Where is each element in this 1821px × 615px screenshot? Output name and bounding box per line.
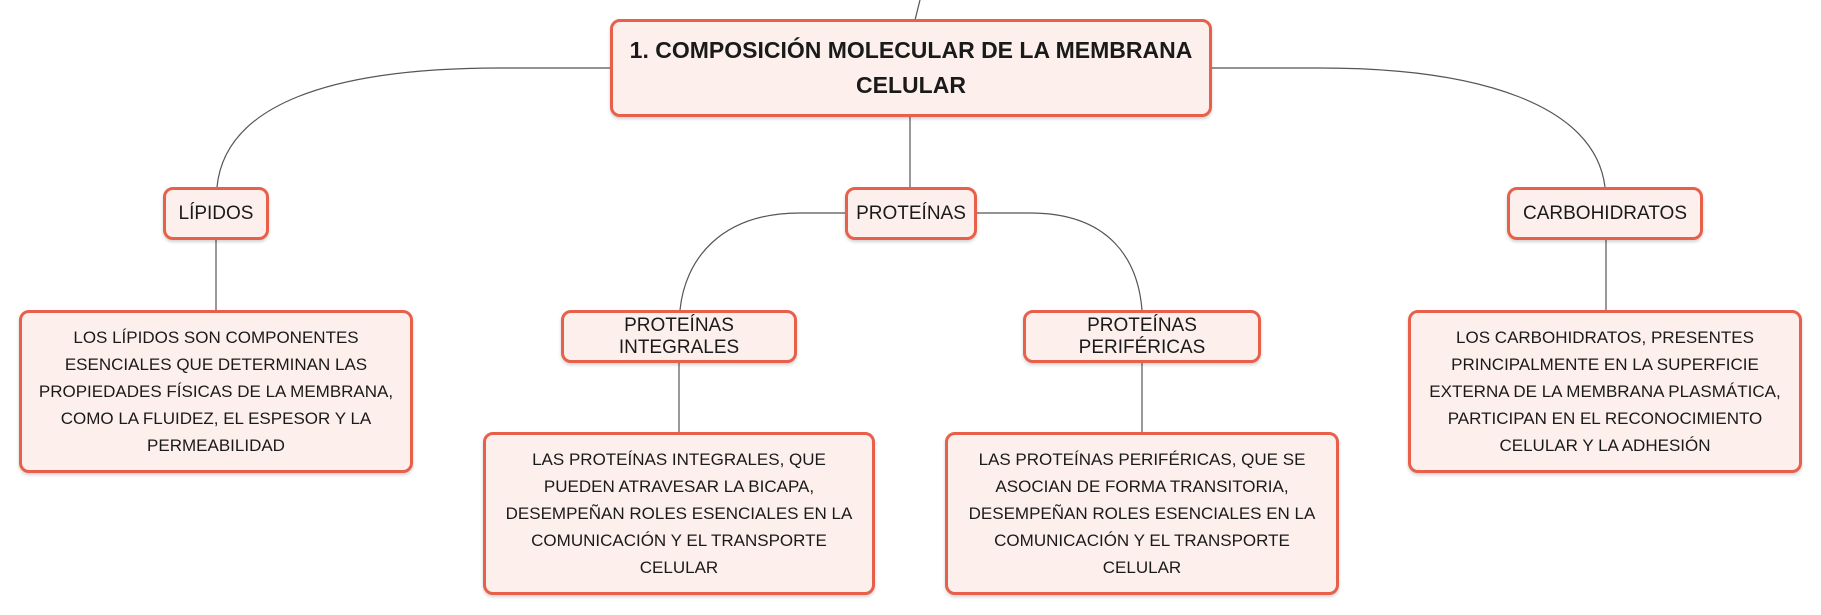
proteinas-integrales-description-node[interactable]: LAS PROTEÍNAS INTEGRALES, QUE PUEDEN ATR…	[483, 432, 875, 595]
carbohidratos-description-node[interactable]: LOS CARBOHIDRATOS, PRESENTES PRINCIPALME…	[1408, 310, 1802, 473]
carbohidratos-description-text: LOS CARBOHIDRATOS, PRESENTES PRINCIPALME…	[1429, 328, 1781, 455]
proteinas-node-label: PROTEÍNAS	[856, 202, 966, 224]
proteinas-perifericas-node[interactable]: PROTEÍNAS PERIFÉRICAS	[1023, 310, 1261, 363]
lipidos-description-text: LOS LÍPIDOS SON COMPONENTES ESENCIALES Q…	[38, 328, 394, 455]
proteinas-perifericas-description-node[interactable]: LAS PROTEÍNAS PERIFÉRICAS, QUE SE ASOCIA…	[945, 432, 1339, 595]
root-node[interactable]: 1. COMPOSICIÓN MOLECULAR DE LA MEMBRANA …	[610, 19, 1212, 117]
proteinas-integrales-label: PROTEÍNAS INTEGRALES	[618, 314, 740, 358]
connector-parent-to-root	[914, 0, 921, 21]
lipidos-node-label: LÍPIDOS	[178, 202, 254, 224]
lipidos-description-node[interactable]: LOS LÍPIDOS SON COMPONENTES ESENCIALES Q…	[19, 310, 413, 473]
proteinas-integrales-description-text: LAS PROTEÍNAS INTEGRALES, QUE PUEDEN ATR…	[505, 450, 853, 577]
connector-root-to-carbohidratos	[1212, 67, 1606, 188]
proteinas-perifericas-label: PROTEÍNAS PERIFÉRICAS	[1078, 314, 1206, 358]
proteinas-integrales-node[interactable]: PROTEÍNAS INTEGRALES	[561, 310, 797, 363]
lipidos-node[interactable]: LÍPIDOS	[163, 187, 269, 240]
carbohidratos-node-label: CARBOHIDRATOS	[1523, 202, 1687, 224]
connector-proteinas-to-integrales	[679, 212, 845, 311]
carbohidratos-node[interactable]: CARBOHIDRATOS	[1507, 187, 1703, 240]
connector-proteinas-to-perifericas	[977, 212, 1143, 311]
proteinas-node[interactable]: PROTEÍNAS	[845, 187, 977, 240]
proteinas-perifericas-description-text: LAS PROTEÍNAS PERIFÉRICAS, QUE SE ASOCIA…	[968, 450, 1316, 577]
root-node-label: 1. COMPOSICIÓN MOLECULAR DE LA MEMBRANA …	[629, 37, 1193, 98]
connector-root-to-lipidos	[216, 67, 610, 188]
